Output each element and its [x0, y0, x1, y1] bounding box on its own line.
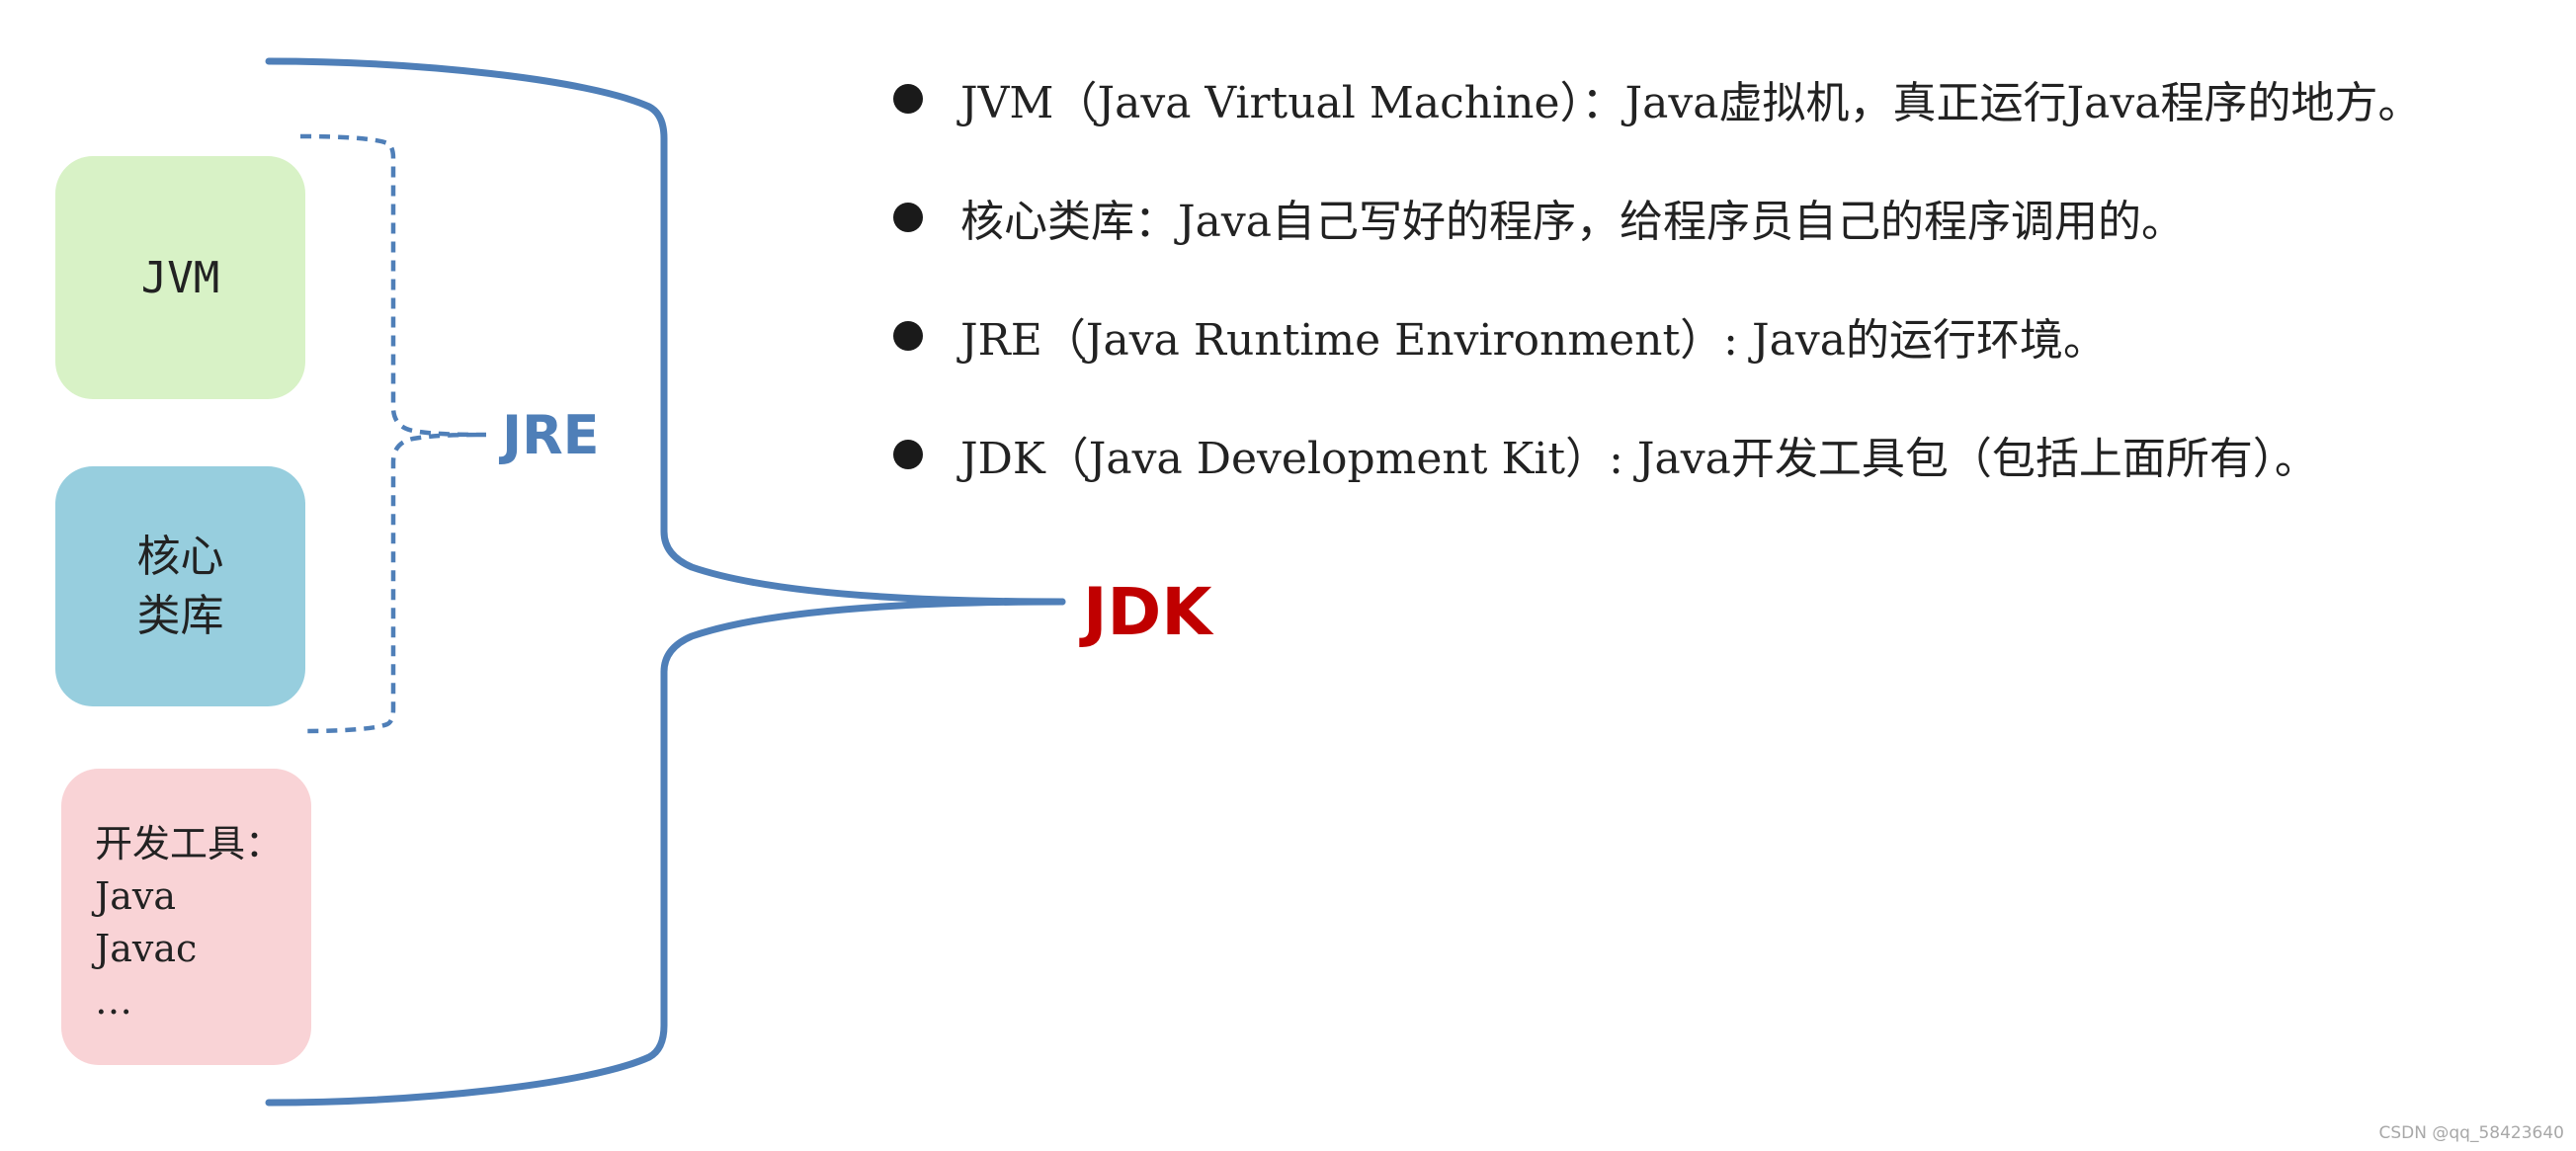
- definition-text: JRE（Java Runtime Environment）: Java的运行环境…: [960, 315, 2107, 366]
- dev-tools-line: Javac: [95, 927, 198, 970]
- definition-list: JVM（Java Virtual Machine）：Java虚拟机，真正运行Ja…: [889, 40, 2421, 514]
- bullet-dot-icon: [893, 84, 923, 114]
- definition-text: 核心类库：Java自己写好的程序，给程序员自己的程序调用的。: [960, 197, 2185, 247]
- core-library-line: 类库: [136, 590, 224, 641]
- jdk-label: JDK: [1083, 574, 1212, 650]
- jre-label: JRE: [502, 404, 600, 466]
- dev-tools-line: Java: [95, 874, 177, 918]
- definition-text: JDK（Java Development Kit）: Java开发工具包（包括上…: [960, 434, 2318, 484]
- jdk-bracket-bottom: [265, 598, 1066, 1107]
- jvm-box-label: JVM: [140, 252, 220, 303]
- definition-item-jvm: JVM（Java Virtual Machine）：Java虚拟机，真正运行Ja…: [889, 40, 2421, 158]
- watermark: CSDN @qq_58423640: [2378, 1123, 2564, 1143]
- dev-tools-line: …: [95, 979, 132, 1023]
- definition-item-jre: JRE（Java Runtime Environment）: Java的运行环境…: [889, 277, 2421, 395]
- core-library-line: 核心: [136, 531, 224, 582]
- dev-tools-line: 开发工具：: [95, 822, 284, 865]
- jvm-box: JVM: [55, 156, 305, 399]
- bullet-dot-icon: [893, 203, 923, 232]
- dev-tools-box: 开发工具： Java Javac …: [61, 769, 311, 1065]
- jre-bracket: [299, 133, 487, 734]
- jdk-bracket-top: [265, 57, 1066, 606]
- bullet-dot-icon: [893, 321, 923, 351]
- definition-item-jdk: JDK（Java Development Kit）: Java开发工具包（包括上…: [889, 395, 2421, 514]
- definition-item-core-library: 核心类库：Java自己写好的程序，给程序员自己的程序调用的。: [889, 158, 2421, 277]
- bullet-dot-icon: [893, 440, 923, 469]
- core-library-box: 核心 类库: [55, 466, 305, 706]
- definition-text: JVM（Java Virtual Machine）：Java虚拟机，真正运行Ja…: [960, 78, 2422, 128]
- core-library-box-label: 核心 类库: [137, 528, 224, 646]
